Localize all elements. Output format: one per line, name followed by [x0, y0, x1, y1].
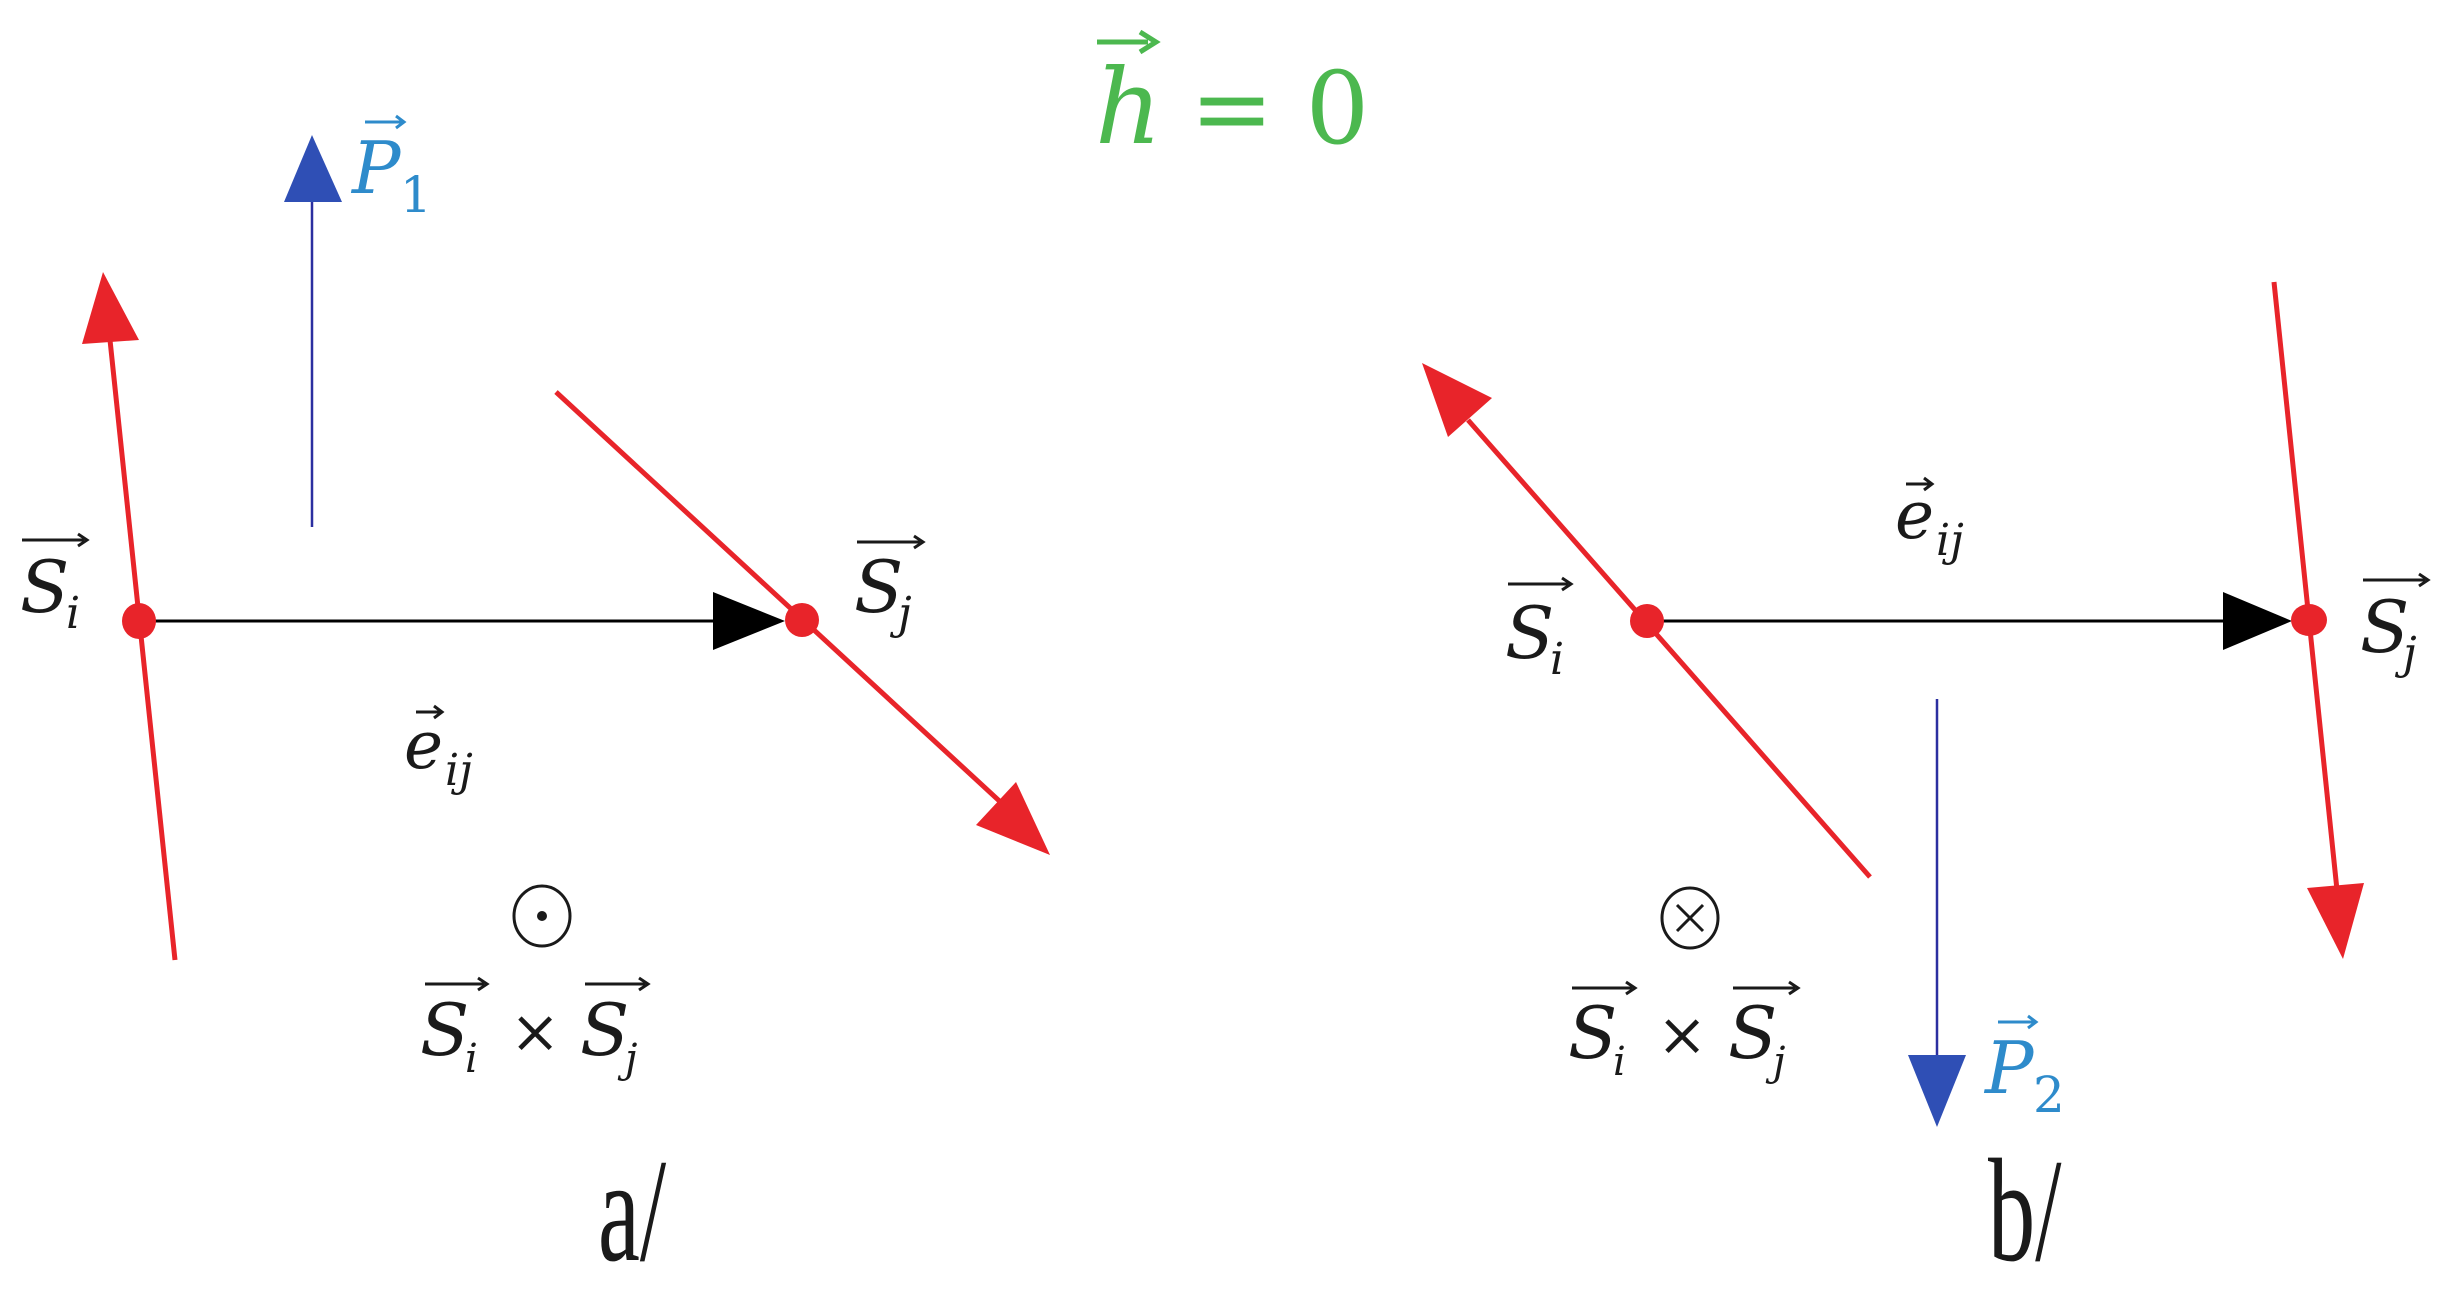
site-j-dot	[2291, 604, 2327, 636]
polarization-p1-label: P 1	[350, 114, 432, 224]
svg-text:i: i	[1613, 1039, 1626, 1085]
spin-j-arrowhead-icon	[976, 782, 1050, 855]
vector-arrowhead-icon	[1138, 29, 1161, 55]
spin-i-label: S i	[1505, 576, 1574, 685]
spin-i-vector	[1466, 418, 1872, 879]
site-i-dot	[122, 603, 156, 639]
svg-text:i: i	[1550, 634, 1564, 685]
panel-caption-b: b/	[1988, 1129, 2062, 1291]
field-symbol: h	[1095, 46, 1162, 168]
bond-vector-label: e ij	[1895, 476, 1964, 566]
svg-text:ij: ij	[445, 745, 473, 796]
spin-i-label: S i	[20, 532, 90, 639]
cross-product-label: S i × S j	[1568, 980, 1801, 1085]
out-of-plane-icon	[512, 884, 572, 948]
svg-text:ij: ij	[1936, 515, 1964, 566]
spin-j-label: S j	[854, 534, 926, 639]
svg-text:×: ×	[510, 997, 560, 1067]
svg-text:e: e	[1895, 477, 1934, 554]
bond-arrowhead-icon	[2223, 592, 2292, 650]
spin-j-label: S j	[2360, 572, 2431, 679]
bond-vector-label: e ij	[404, 704, 473, 796]
polarization-p1-arrowhead-icon	[284, 135, 342, 202]
svg-text:×: ×	[1657, 1000, 1707, 1070]
spin-j-arrowhead-icon	[2307, 883, 2364, 959]
panel-caption-a: a/	[598, 1129, 667, 1291]
site-i-dot	[1630, 604, 1664, 638]
svg-text:1: 1	[400, 166, 432, 224]
panel-b: P 2 S i S j e ij	[1422, 281, 2431, 1291]
svg-text:S: S	[420, 988, 469, 1072]
bond-arrowhead-icon	[713, 592, 785, 650]
svg-text:S: S	[2360, 585, 2409, 669]
svg-text:i: i	[465, 1036, 478, 1082]
into-plane-icon	[1660, 886, 1720, 950]
svg-text:S: S	[1728, 991, 1777, 1075]
svg-text:S: S	[854, 545, 903, 629]
spin-i-arrowhead-icon	[82, 272, 139, 344]
svg-text:S: S	[20, 545, 69, 629]
svg-text:S: S	[1568, 991, 1617, 1075]
cross-product-label: S i × S j	[420, 976, 651, 1082]
spin-j-vector	[554, 390, 1022, 822]
svg-text:S: S	[1505, 591, 1554, 675]
svg-text:S: S	[580, 988, 629, 1072]
field-value: = 0	[1190, 50, 1369, 167]
polarization-p2-label: P 2	[1983, 1014, 2065, 1124]
svg-text:i: i	[66, 588, 80, 639]
svg-text:e: e	[404, 707, 443, 784]
panel-a: P 1 S i S j e	[20, 114, 1050, 1291]
svg-text:2: 2	[2033, 1066, 2065, 1124]
polarization-p2-arrowhead-icon	[1908, 1055, 1966, 1127]
field-equation: h = 0	[1095, 29, 1369, 168]
site-j-dot	[785, 603, 819, 637]
svg-text:P: P	[350, 126, 402, 210]
spin-i-arrowhead-icon	[1422, 363, 1492, 437]
spin-j-vector	[2271, 281, 2340, 891]
spin-i-vector	[107, 339, 178, 961]
svg-text:P: P	[1983, 1026, 2035, 1110]
